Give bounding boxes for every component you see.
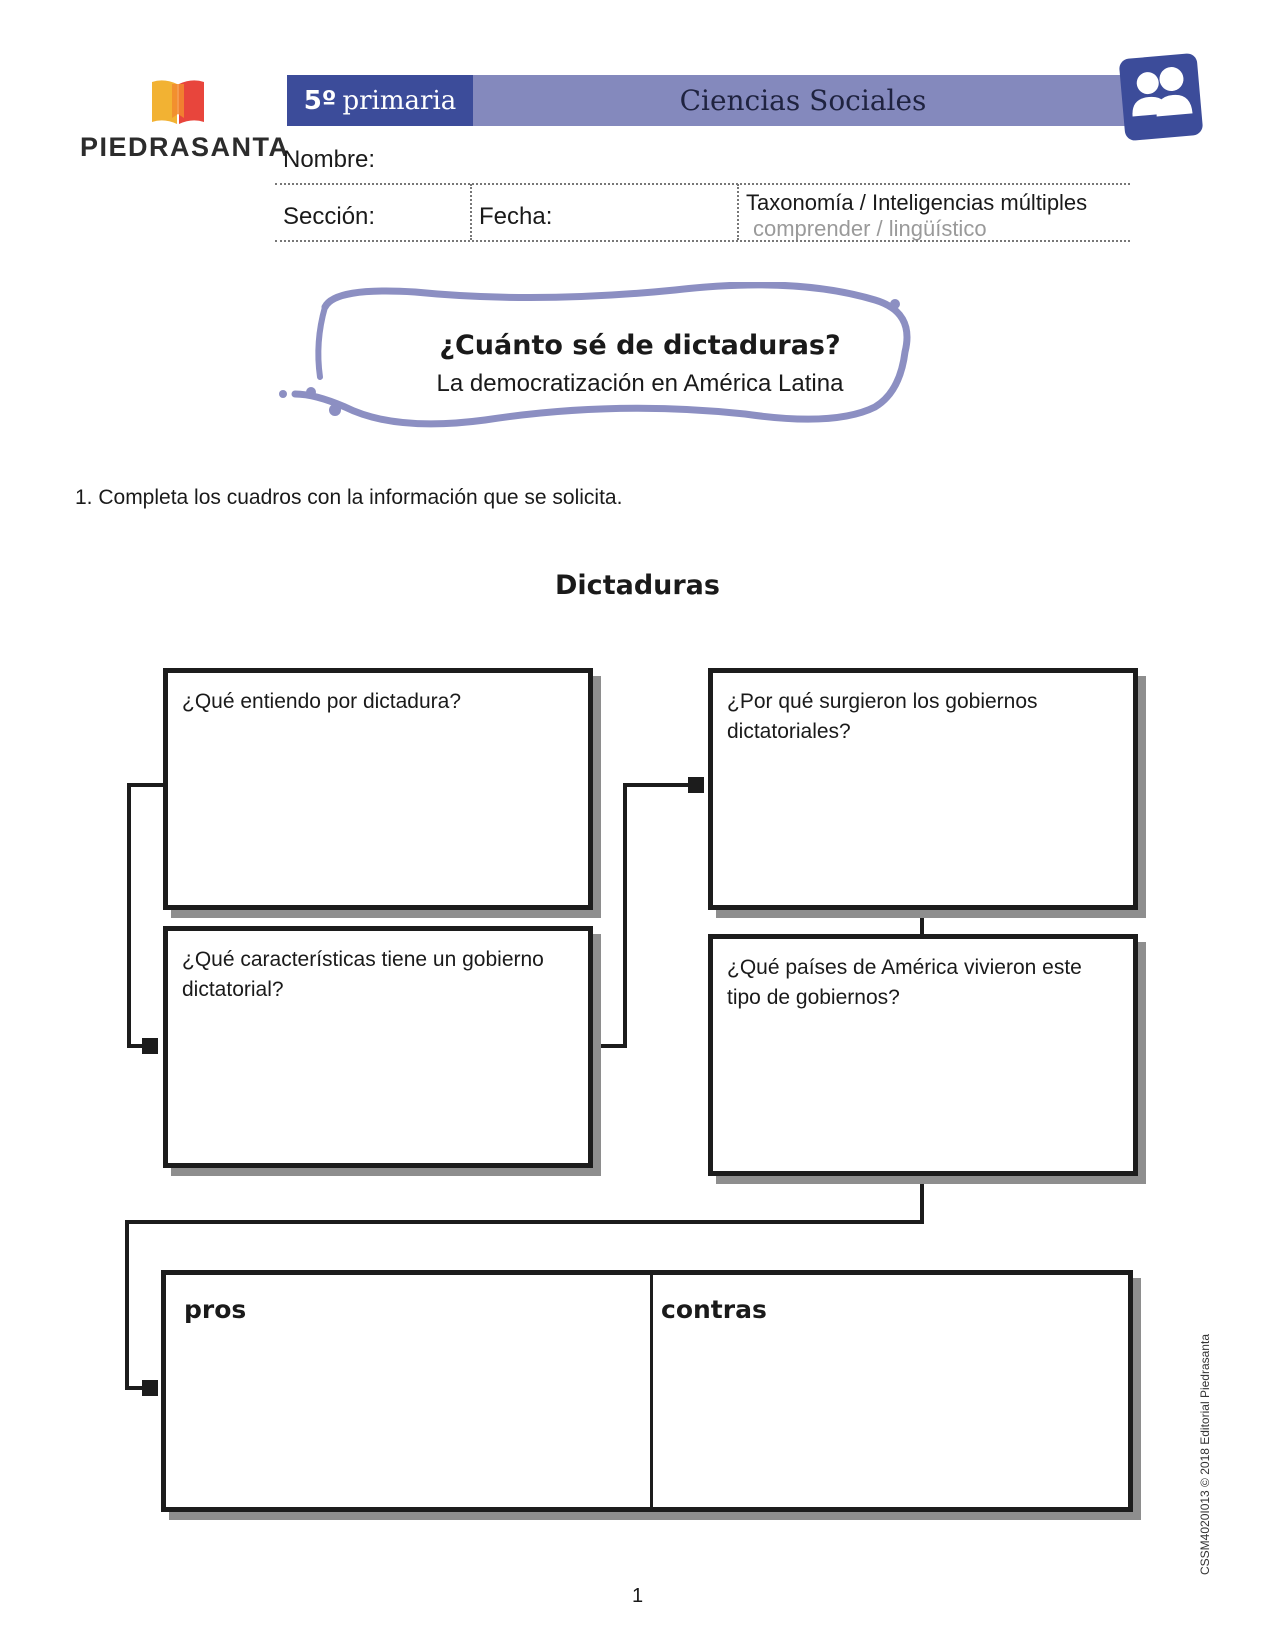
grade-text: primaria [342, 85, 457, 116]
brand-name: PIEDRASANTA [80, 132, 290, 162]
grade-label: 5º primaria [287, 75, 473, 126]
subject-title: Ciencias Sociales [473, 75, 1133, 126]
name-label: Nombre: [283, 146, 376, 173]
question-box-characteristics[interactable]: ¿Qué características tiene un gobierno d… [163, 926, 593, 1168]
worksheet-title: ¿Cuánto sé de dictaduras? [439, 330, 841, 361]
logo-book-icon [150, 78, 206, 126]
field-divider [470, 184, 472, 240]
taxonomy-title: Taxonomía / Inteligencias múltiples [746, 190, 1088, 215]
users-icon [1118, 52, 1204, 142]
pros-contras-box: pros contras [161, 1270, 1133, 1512]
date-label: Fecha: [479, 203, 553, 230]
question-box-origins[interactable]: ¿Por qué surgieron los gobiernos dictato… [708, 668, 1138, 910]
section-line [275, 240, 1130, 242]
question-text: ¿Qué países de América vivieron este tip… [727, 956, 1082, 1009]
title-cloud-frame [275, 275, 965, 452]
worksheet-subtitle: La democratización en América Latina [436, 370, 844, 397]
taxonomy-value: comprender / lingüístico [753, 216, 987, 241]
contras-label: contras [661, 1295, 767, 1324]
diagram-title: Dictaduras [555, 570, 720, 601]
grade-number: 5º [303, 85, 337, 116]
question-text: ¿Qué entiendo por dictadura? [182, 690, 462, 713]
section-label: Sección: [283, 203, 376, 230]
question-box-countries[interactable]: ¿Qué países de América vivieron este tip… [708, 934, 1138, 1176]
name-line [275, 183, 1130, 185]
question-text: ¿Por qué surgieron los gobiernos dictato… [727, 690, 1038, 743]
pros-cell[interactable]: pros [166, 1275, 650, 1507]
instruction-text: 1. Completa los cuadros con la informaci… [75, 486, 623, 509]
field-divider [737, 184, 739, 240]
question-text: ¿Qué características tiene un gobierno d… [182, 948, 544, 1001]
side-credit: CSSM4020I013 © 2018 Editorial Piedrasant… [1198, 1334, 1212, 1575]
question-box-definition[interactable]: ¿Qué entiendo por dictadura? [163, 668, 593, 910]
pros-contras-divider [650, 1275, 653, 1507]
pros-label: pros [184, 1295, 247, 1324]
page-number: 1 [631, 1585, 644, 1607]
contras-cell[interactable]: contras [653, 1275, 1128, 1507]
